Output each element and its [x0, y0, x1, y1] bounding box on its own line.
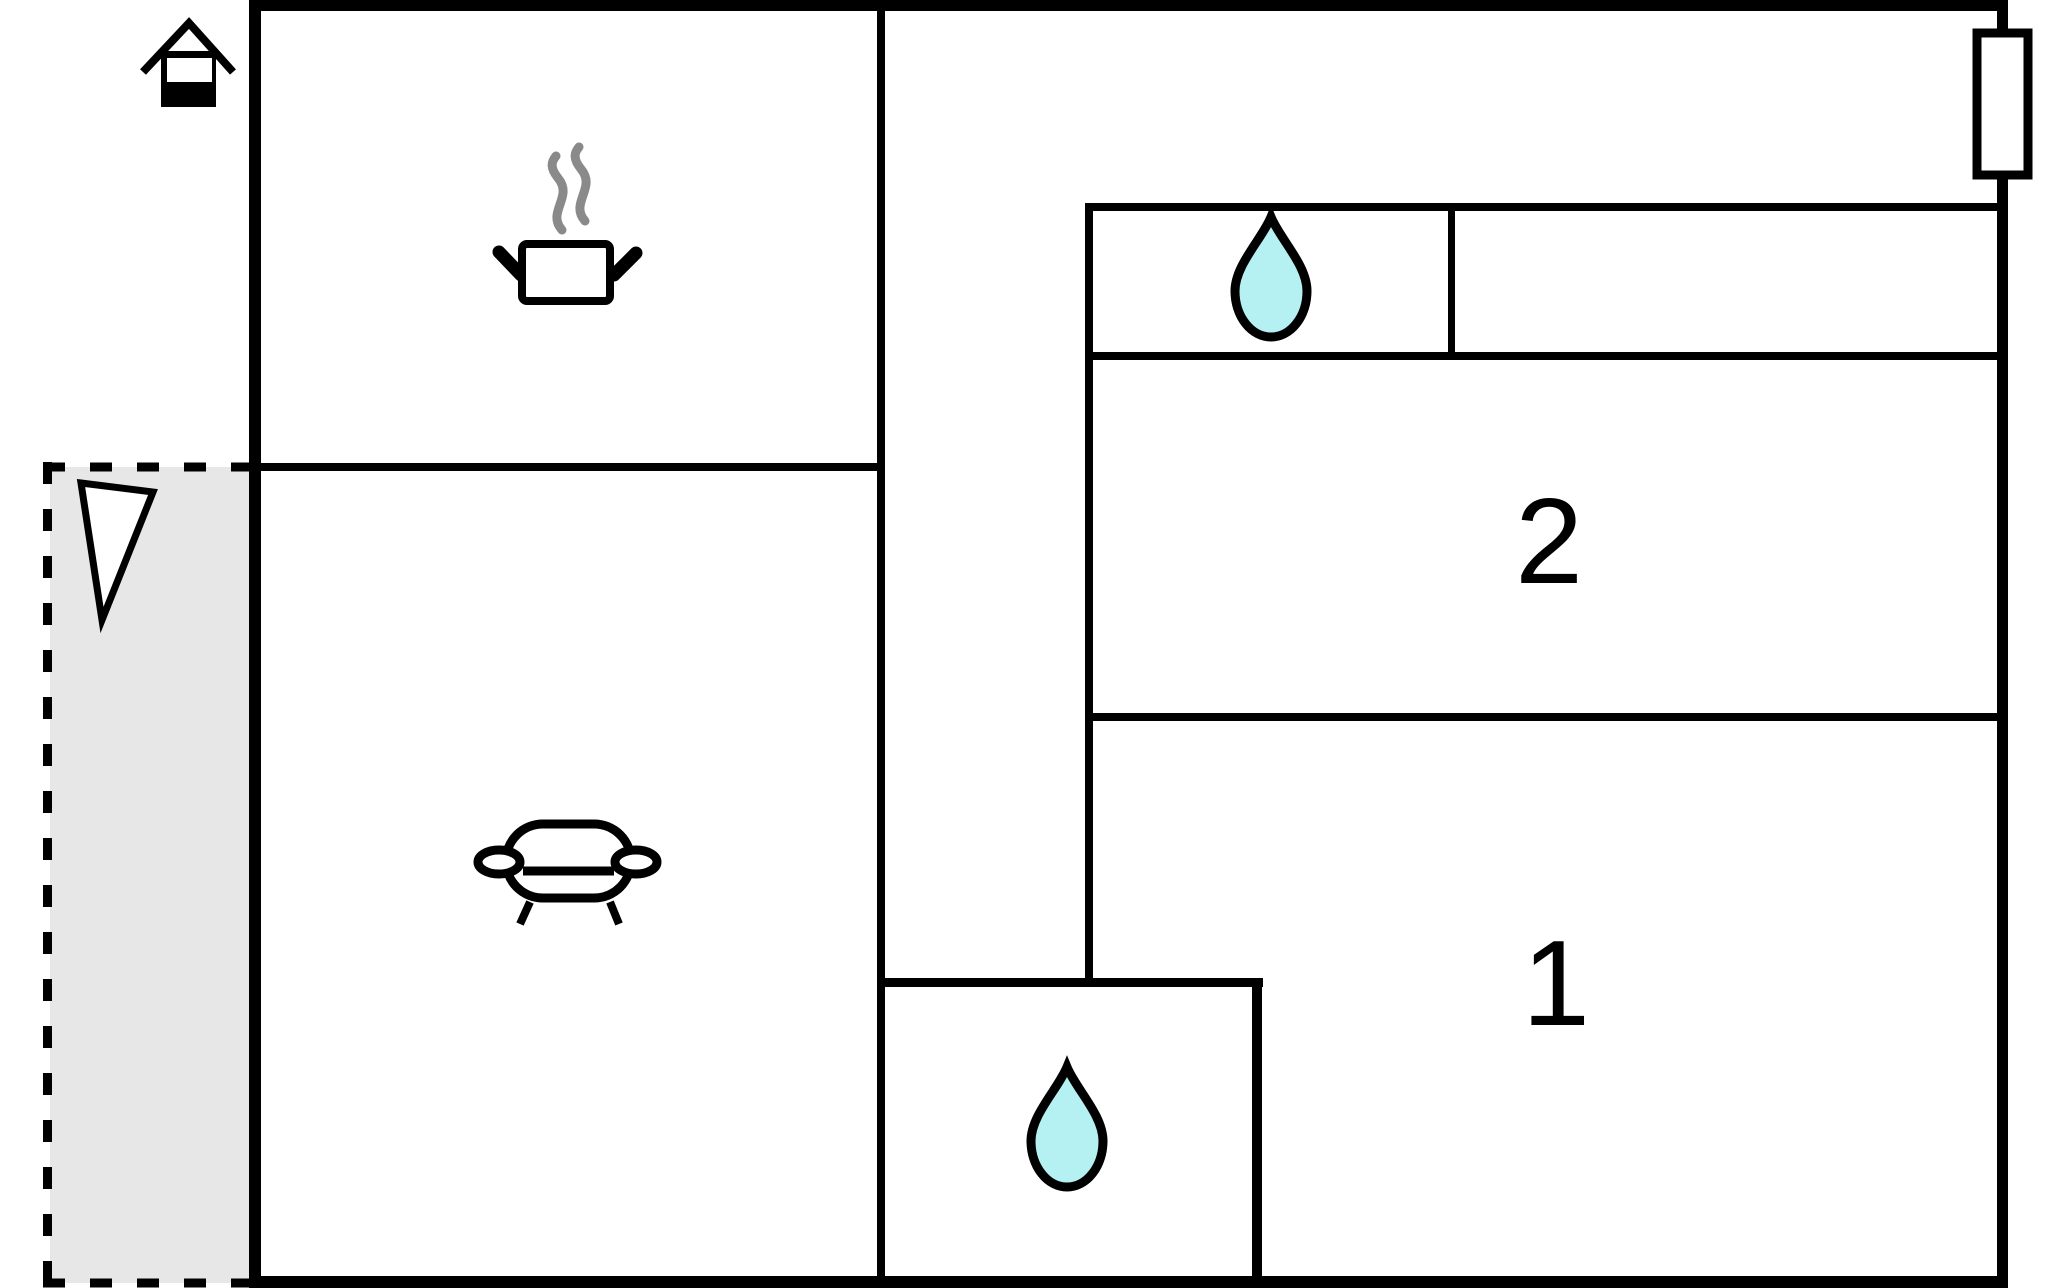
wall-inner-block-left — [1085, 203, 1093, 987]
wall-kitchen-living-divider — [255, 463, 885, 471]
sofa-icon — [473, 819, 662, 926]
wall-bathroom-top-divider — [1448, 203, 1455, 360]
sofa-leg-left — [516, 900, 534, 926]
wall-bathroom-strip-bottom — [1089, 352, 1997, 360]
pot-handle-left — [492, 245, 528, 282]
water-drop-icon — [1230, 205, 1312, 342]
wall-outer-top — [249, 0, 2008, 11]
window-door-marker — [1972, 28, 2033, 180]
wall-outer-right — [1997, 0, 2008, 1288]
triangle-pointer-icon — [76, 478, 158, 634]
room-1-label: 1 — [1522, 915, 1590, 1051]
walls — [249, 0, 2008, 1288]
sofa-armrest-right — [610, 845, 662, 879]
house-icon — [140, 17, 236, 107]
sofa-armrest-left — [473, 845, 525, 879]
wall-outer-left — [249, 0, 261, 1288]
wall-outer-bottom — [249, 1276, 2008, 1288]
steam-line-2 — [570, 142, 591, 226]
house-window — [167, 58, 212, 82]
terrace-area — [43, 462, 257, 1288]
wall-hallway-vertical — [877, 0, 885, 1282]
pot-body — [518, 240, 614, 305]
pot-handle-right — [607, 246, 643, 282]
terrace-floor — [50, 467, 257, 1283]
steam-line-1 — [547, 151, 568, 235]
house-roof — [140, 17, 236, 75]
wall-inner-block-top — [1089, 203, 1997, 211]
wall-bathroom-bottom-top — [877, 978, 1263, 987]
wall-bathroom-bottom-right — [1252, 978, 1262, 1288]
sofa-leg-right — [606, 900, 623, 926]
water-drop-icon — [1026, 1055, 1108, 1192]
room-2-label: 2 — [1515, 473, 1583, 609]
wall-room1-room2-divider — [1089, 713, 1997, 721]
cooking-pot-icon — [492, 142, 643, 305]
